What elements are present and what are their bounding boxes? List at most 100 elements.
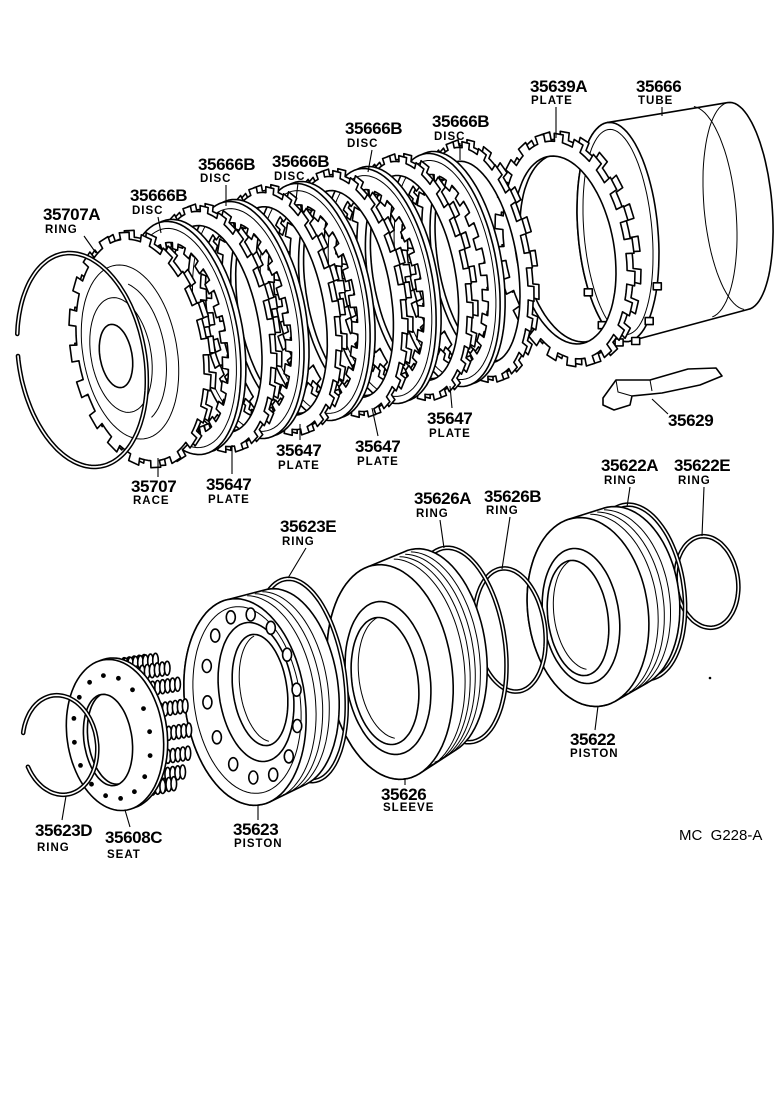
seat-hole (142, 774, 148, 780)
piston-35623-groove (262, 591, 330, 792)
seat-hole (101, 673, 106, 678)
piston-35623-hole (291, 718, 303, 734)
part-number: 35707 (131, 477, 176, 496)
part-number: 35626A (414, 489, 471, 508)
spring-coil (179, 764, 187, 780)
part-name: PISTON (570, 748, 619, 760)
part-number: 35666B (198, 155, 255, 174)
tube-seam (693, 106, 738, 318)
piston-35623-hole (283, 749, 295, 764)
tube-35666 (576, 101, 774, 347)
piston-35623 (183, 587, 340, 807)
sleeve-35626-groove (405, 553, 476, 763)
leader-line (61, 795, 67, 821)
callout-35647-plate: 35647 PLATE (276, 424, 322, 472)
callout-35666b-disc: 35666B DISC (272, 152, 330, 201)
part-name: RING (486, 505, 519, 517)
callouts-layer: 35639A PLATE 35666 TUBE 35666B DISC 3566… (35, 77, 762, 861)
race-face (68, 231, 212, 469)
piston-35623-hole (201, 658, 213, 674)
spring-coil (174, 676, 182, 693)
part-name: RING (416, 508, 449, 520)
piston-35622-groove (603, 509, 671, 693)
tube-tab (644, 316, 655, 326)
callout-35626b-ring: 35626B RING (484, 487, 542, 570)
spring-coil (170, 775, 178, 792)
leader-line (367, 149, 373, 173)
figure-code: MC G228-A (679, 827, 762, 844)
piston-35623-hole (211, 729, 223, 745)
seat-hole (89, 781, 94, 787)
part-name: PISTON (234, 838, 283, 850)
snap-ring-35623d (20, 692, 100, 798)
part-name: RACE (133, 495, 170, 507)
callout-35707a-ring: 35707A RING (43, 205, 101, 254)
sleeve-35626-groove (410, 551, 481, 760)
part-name: DISC (132, 205, 163, 217)
leader-line (594, 705, 599, 731)
piston-35623-face-ring (192, 606, 302, 794)
spring-coil (185, 722, 193, 738)
spring-coil (184, 745, 192, 762)
part-name: RING (604, 475, 637, 487)
callout-35622a-ring: 35622A RING (601, 456, 659, 508)
piston-35623-hole (245, 607, 256, 622)
piston-35623-hole (265, 620, 277, 636)
leader-line (371, 407, 379, 437)
seat-hole (103, 793, 108, 799)
race-dish-shade (127, 283, 168, 418)
leader-line (626, 486, 631, 508)
part-number: 35626B (484, 487, 541, 506)
piston-35623-hole (227, 756, 239, 772)
leader-line (157, 216, 162, 234)
piston-35623-hole (267, 767, 279, 783)
callout-35623e-ring: 35623E RING (280, 517, 337, 579)
seat-hole (116, 675, 121, 681)
seat-hole (71, 716, 77, 721)
part-number: 35647 (355, 437, 400, 456)
seat-hole (141, 706, 146, 711)
piston-35623-groove (254, 593, 324, 796)
sleeve-35626-groove (393, 558, 466, 770)
callout-35666b-disc: 35666B DISC (345, 119, 403, 173)
part-name: SLEEVE (383, 802, 434, 814)
callout-35622-piston: 35622 PISTON (570, 705, 619, 760)
part-number: 35623E (280, 517, 336, 536)
part-name: PLATE (278, 460, 320, 472)
part-number: 35626 (381, 785, 426, 804)
callout-35647-plate: 35647 PLATE (206, 445, 252, 506)
leader-line (501, 516, 511, 570)
part-number: 35622E (674, 456, 730, 475)
part-name: SEAT (107, 849, 141, 861)
sleeve-bore-depth (357, 616, 395, 739)
sleeve-35626 (326, 547, 488, 781)
callout-35626-sleeve: 35626 SLEEVE (381, 778, 434, 814)
callout-35666b-disc: 35666B DISC (198, 155, 256, 206)
race-hub (98, 323, 134, 389)
seat-hole (147, 729, 153, 735)
piston-35622 (526, 505, 681, 708)
sleeve-35626-groove (399, 556, 471, 767)
part-number: 35622A (601, 456, 658, 475)
seat-hole (118, 796, 123, 801)
callout-35647-plate: 35647 PLATE (355, 407, 401, 468)
piston-35623-hole (202, 694, 213, 710)
part-name: PLATE (429, 428, 471, 440)
part-number: 35666 (636, 77, 681, 96)
callout-35608c-seat: 35608C SEAT (105, 809, 163, 861)
piston-35623-bore (231, 633, 289, 747)
part-number: 35666B (130, 186, 187, 205)
callout-35666b-disc: 35666B DISC (130, 186, 188, 234)
race-dish-outer (80, 264, 180, 440)
part-number: 35647 (276, 441, 321, 460)
snap-ring-35623d-highlight (22, 694, 99, 796)
piston-35623-hole (209, 628, 221, 643)
seat-hole (130, 687, 135, 693)
leader-line (701, 486, 705, 537)
part-number: 35707A (43, 205, 100, 224)
tube-tab (652, 281, 663, 291)
snap-ring-35707a (15, 250, 150, 470)
piston-35622-bore-depth (552, 559, 587, 670)
part-name: DISC (274, 171, 305, 183)
